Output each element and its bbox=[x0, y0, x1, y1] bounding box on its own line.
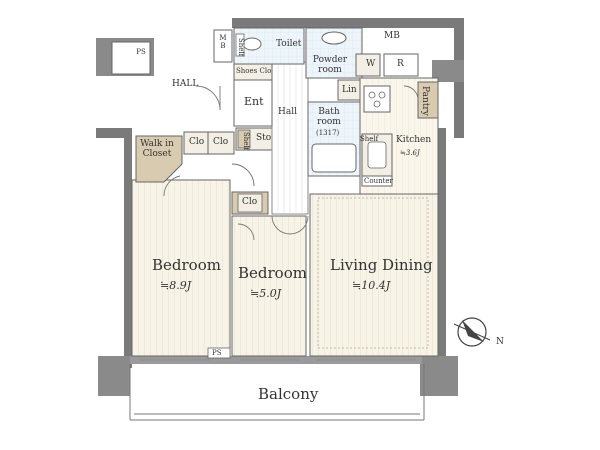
balcony-label: Balcony bbox=[258, 385, 319, 403]
powder-label: Powder room bbox=[312, 55, 348, 75]
bedroom1-floor bbox=[131, 179, 231, 357]
pantry-label: Pantry bbox=[420, 86, 430, 116]
entrance-label: Ent bbox=[244, 95, 264, 108]
r-label: R bbox=[397, 59, 404, 69]
kitchen-size: ≒3.6J bbox=[400, 149, 420, 157]
bath-note: (1317) bbox=[316, 129, 340, 137]
ps-top-label: PS bbox=[136, 48, 146, 56]
bedroom2-label: Bedroom bbox=[238, 264, 307, 282]
ps-bottom-label: PS bbox=[212, 349, 222, 357]
bedroom2-floor bbox=[231, 215, 307, 357]
closet-label-3: Clo bbox=[242, 197, 258, 207]
bedroom2-size: ≒5.0J bbox=[250, 287, 282, 300]
counter-label: Counter bbox=[364, 177, 393, 185]
hall-outer-label: HALL bbox=[172, 79, 199, 89]
linen-closet bbox=[337, 79, 361, 101]
stove bbox=[363, 85, 391, 113]
walkin-label: Walk in Closet bbox=[140, 139, 174, 159]
closet-label-1: Clo bbox=[189, 137, 205, 147]
living-size: ≒10.4J bbox=[352, 279, 391, 292]
entrance-area bbox=[233, 79, 273, 127]
mb-box-left bbox=[213, 29, 233, 63]
ps-shaft-bottom bbox=[207, 347, 231, 359]
mb-top-label: MB bbox=[384, 31, 400, 41]
compass-label: N bbox=[496, 337, 504, 347]
shelf-label-1: Shelf bbox=[242, 132, 250, 151]
hall-inner-label: Hall bbox=[278, 107, 297, 117]
sto-label: Sto bbox=[256, 133, 272, 143]
bedroom1-label: Bedroom bbox=[152, 256, 221, 274]
ps-shaft-top bbox=[96, 38, 154, 76]
living-floor bbox=[309, 193, 439, 357]
kitchen-label: Kitchen bbox=[396, 135, 432, 145]
closet-label-2: Clo bbox=[213, 137, 229, 147]
door-swings bbox=[163, 85, 419, 241]
toilet-label: Toilet bbox=[276, 39, 302, 49]
living-label: Living Dining bbox=[330, 256, 433, 274]
walkin-closet bbox=[135, 135, 183, 183]
bath-label: Bath room bbox=[317, 107, 341, 127]
balcony bbox=[129, 364, 425, 421]
shoes-label: Shoes Clo bbox=[236, 67, 272, 75]
mb-left-label: M B bbox=[219, 34, 227, 51]
shelf-label-2: Shelf bbox=[360, 135, 379, 143]
lin-label: Lin bbox=[342, 85, 357, 95]
bedroom1-size: ≒8.9J bbox=[160, 279, 192, 292]
closet-2 bbox=[207, 131, 235, 155]
shelf-label-3: Shelf bbox=[237, 38, 245, 57]
w-label: W bbox=[366, 59, 376, 69]
compass-icon bbox=[453, 317, 491, 347]
